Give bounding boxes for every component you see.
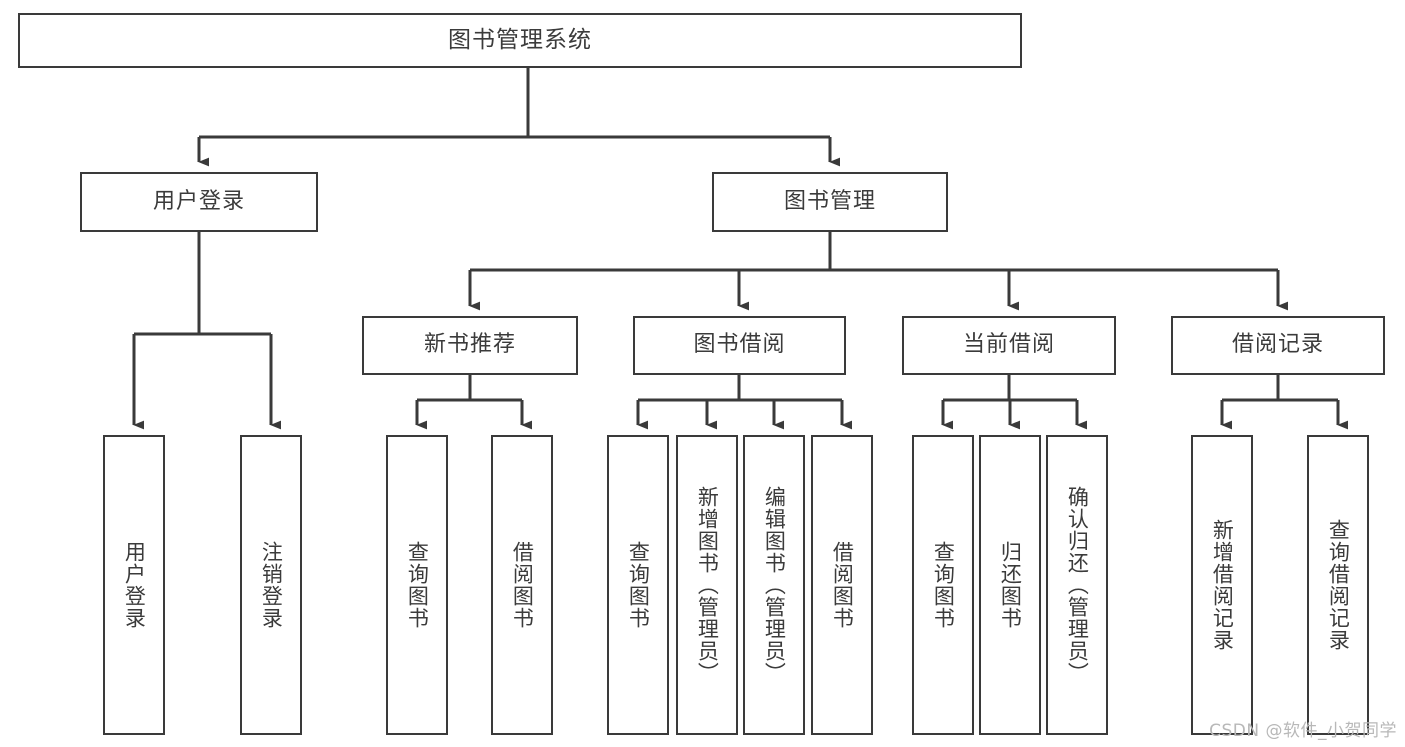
leaf-current-borrow-0-label: 查询图书 bbox=[931, 541, 956, 629]
leaf-borrow-record-1-label: 查询借阅记录 bbox=[1326, 519, 1351, 651]
leaf-book-borrow-3[interactable]: 借阅图书 bbox=[811, 435, 873, 735]
node-current-borrow[interactable]: 当前借阅 bbox=[902, 316, 1116, 375]
leaf-current-borrow-0[interactable]: 查询图书 bbox=[912, 435, 974, 735]
node-borrow-record[interactable]: 借阅记录 bbox=[1171, 316, 1385, 375]
node-root-label: 图书管理系统 bbox=[448, 26, 592, 53]
node-new-book-recommend[interactable]: 新书推荐 bbox=[362, 316, 578, 375]
leaf-current-borrow-2[interactable]: 确认归还（管理员） bbox=[1046, 435, 1108, 735]
node-current-borrow-label: 当前借阅 bbox=[962, 332, 1055, 358]
leaf-current-borrow-1-label: 归还图书 bbox=[998, 541, 1023, 629]
leaf-new-book-0-label: 查询图书 bbox=[405, 541, 430, 629]
leaf-borrow-record-0[interactable]: 新增借阅记录 bbox=[1191, 435, 1253, 735]
node-user-login-label: 用户登录 bbox=[152, 188, 245, 214]
leaf-book-borrow-0[interactable]: 查询图书 bbox=[607, 435, 669, 735]
leaf-book-borrow-2[interactable]: 编辑图书（管理员） bbox=[743, 435, 805, 735]
leaf-new-book-1[interactable]: 借阅图书 bbox=[491, 435, 553, 735]
node-book-borrow[interactable]: 图书借阅 bbox=[633, 316, 846, 375]
csdn-watermark: CSDN @软件_小贺同学 bbox=[1209, 721, 1397, 741]
leaf-borrow-record-1[interactable]: 查询借阅记录 bbox=[1307, 435, 1369, 735]
node-borrow-record-label: 借阅记录 bbox=[1231, 332, 1324, 358]
leaf-book-borrow-3-label: 借阅图书 bbox=[830, 541, 855, 629]
leaf-book-borrow-1[interactable]: 新增图书（管理员） bbox=[676, 435, 738, 735]
leaf-user-login-1[interactable]: 注销登录 bbox=[240, 435, 302, 735]
leaf-current-borrow-2-label: 确认归还（管理员） bbox=[1065, 486, 1090, 684]
node-book-manage-label: 图书管理 bbox=[783, 188, 876, 214]
leaf-book-borrow-2-label: 编辑图书（管理员） bbox=[762, 486, 787, 684]
leaf-new-book-1-label: 借阅图书 bbox=[510, 541, 535, 629]
node-user-login[interactable]: 用户登录 bbox=[80, 172, 318, 232]
leaf-book-borrow-1-label: 新增图书（管理员） bbox=[695, 486, 720, 684]
leaf-current-borrow-1[interactable]: 归还图书 bbox=[979, 435, 1041, 735]
leaf-user-login-0-label: 用户登录 bbox=[122, 541, 147, 629]
leaf-new-book-0[interactable]: 查询图书 bbox=[386, 435, 448, 735]
leaf-user-login-0[interactable]: 用户登录 bbox=[103, 435, 165, 735]
leaf-user-login-1-label: 注销登录 bbox=[259, 541, 284, 629]
node-new-book-recommend-label: 新书推荐 bbox=[423, 332, 516, 358]
leaf-book-borrow-0-label: 查询图书 bbox=[626, 541, 651, 629]
node-root[interactable]: 图书管理系统 bbox=[18, 13, 1022, 68]
node-book-manage[interactable]: 图书管理 bbox=[712, 172, 948, 232]
leaf-borrow-record-0-label: 新增借阅记录 bbox=[1210, 519, 1235, 651]
node-book-borrow-label: 图书借阅 bbox=[693, 332, 786, 358]
